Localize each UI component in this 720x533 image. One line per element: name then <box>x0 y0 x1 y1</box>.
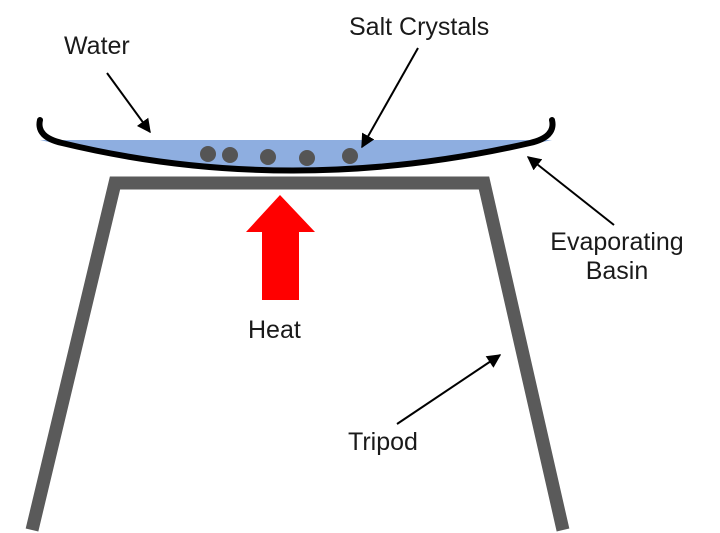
salt-crystal <box>260 149 276 165</box>
evaporating-basin-label-line1: Evaporating <box>550 228 684 256</box>
salt-crystal <box>200 146 216 162</box>
salt-crystal <box>222 147 238 163</box>
water-pointer <box>106 72 151 134</box>
tripod <box>25 176 570 532</box>
water-label: Water <box>64 32 130 60</box>
salt-crystal <box>342 148 358 164</box>
evaporating-basin-label-line2: Basin <box>585 256 649 285</box>
salt-crystals <box>200 146 358 166</box>
evaporating-basin <box>36 117 556 174</box>
salt-crystals-label: Salt Crystals <box>349 13 490 41</box>
heat-arrow <box>246 195 315 300</box>
evaporating-basin-label: Evaporating Basin <box>527 228 707 286</box>
tripod-pointer <box>396 354 502 425</box>
salt-crystal <box>299 150 315 166</box>
salt-crystals-pointer <box>361 47 419 149</box>
heat-label: Heat <box>248 316 301 344</box>
tripod-label: Tripod <box>348 428 418 456</box>
evaporating-basin-pointer <box>526 156 615 226</box>
